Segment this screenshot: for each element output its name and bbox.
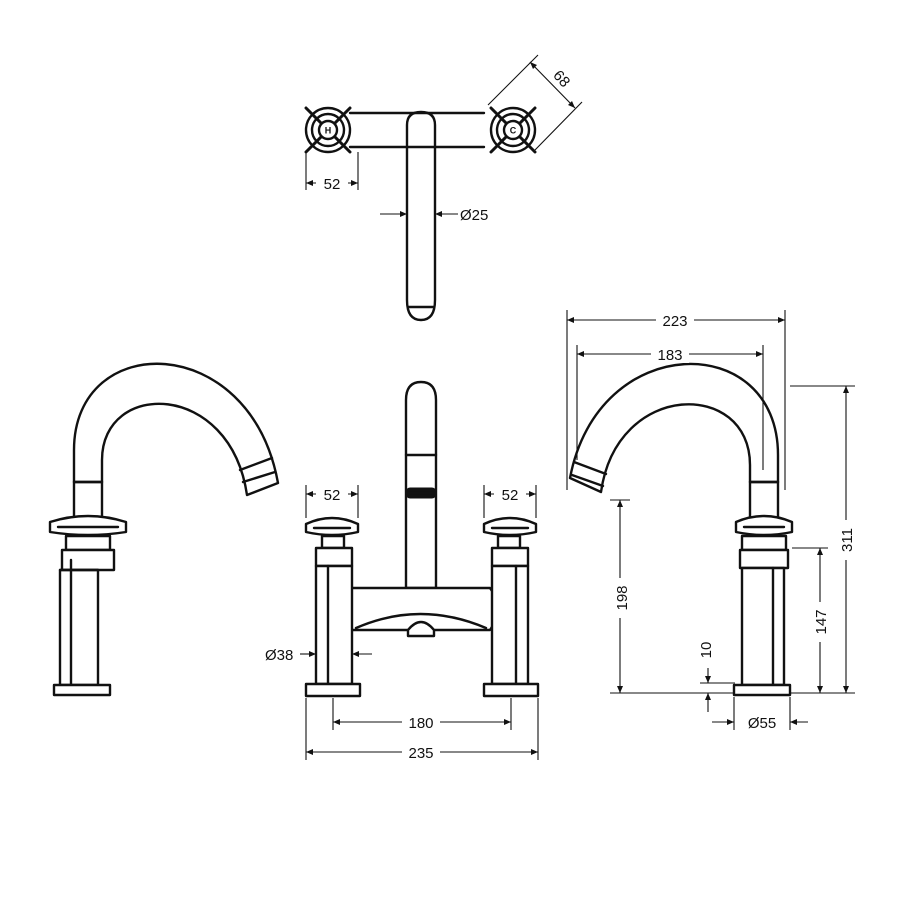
dim-label-front-right: 52 <box>502 487 519 504</box>
right-body <box>740 566 786 687</box>
cold-handle-top-icon: C <box>489 106 537 154</box>
dim-label-body-diameter: Ø38 <box>265 647 293 664</box>
spout-top-view <box>405 110 437 322</box>
dim-spout-diameter: Ø25 <box>380 207 488 224</box>
front-right-column <box>482 516 540 698</box>
dim-label-front-left: 52 <box>324 487 341 504</box>
dim-spout-height: 198 <box>608 499 735 694</box>
dim-label-reach-overall: 223 <box>662 313 687 330</box>
dim-label-top-handle: 52 <box>324 176 341 193</box>
dim-base-diameter: Ø55 <box>712 697 808 732</box>
dim-reach-overall: 223 <box>566 310 786 490</box>
left-handle-icon <box>48 514 128 537</box>
dim-label-base-diameter: Ø55 <box>748 715 776 732</box>
dim-label-handle-height: 147 <box>813 609 830 634</box>
right-spout-arch <box>568 362 780 494</box>
left-base <box>52 683 112 697</box>
dim-centres: 180 <box>332 698 512 732</box>
front-spout <box>404 380 438 590</box>
left-side-view <box>48 362 280 697</box>
front-left-base <box>304 682 362 698</box>
hot-handle-top-icon: H <box>304 106 352 154</box>
dim-label-centres: 180 <box>408 715 433 732</box>
front-view: 52 52 Ø38 180 <box>265 380 540 762</box>
dim-overall-width: 235 <box>305 698 539 762</box>
cold-mark: C <box>510 126 517 136</box>
hot-mark: H <box>325 126 332 136</box>
front-left-column <box>304 516 362 698</box>
dim-handle-height: 147 <box>792 547 832 693</box>
front-right-base <box>482 682 540 698</box>
left-body <box>58 568 100 687</box>
left-spout-arch <box>72 362 280 497</box>
dim-front-left-handle: 52 <box>305 485 359 518</box>
front-left-handle-icon <box>304 516 360 537</box>
top-view: H C 52 68 <box>304 54 583 322</box>
dim-front-right-handle: 52 <box>483 485 537 518</box>
dim-label-depth: 68 <box>549 67 573 91</box>
dim-body-diameter: Ø38 <box>265 647 372 664</box>
dim-reach-spout: 183 <box>576 345 764 470</box>
right-base <box>732 683 792 697</box>
right-handle-icon <box>734 514 794 537</box>
dim-overall-height: 311 <box>790 385 859 694</box>
dim-label-base-height: 10 <box>698 642 715 659</box>
dim-label-spout-height: 198 <box>614 585 631 610</box>
dim-label-overall-width: 235 <box>408 745 433 762</box>
front-right-handle-icon <box>482 516 538 537</box>
dim-label-overall-height: 311 <box>839 528 856 552</box>
dim-top-handle-width: 52 <box>305 152 359 193</box>
right-side-view: 223 183 198 <box>566 310 859 732</box>
dim-label-reach-spout: 183 <box>657 347 682 364</box>
dim-label-spout-diameter: Ø25 <box>460 207 488 224</box>
dim-base-height: 10 <box>698 642 735 712</box>
